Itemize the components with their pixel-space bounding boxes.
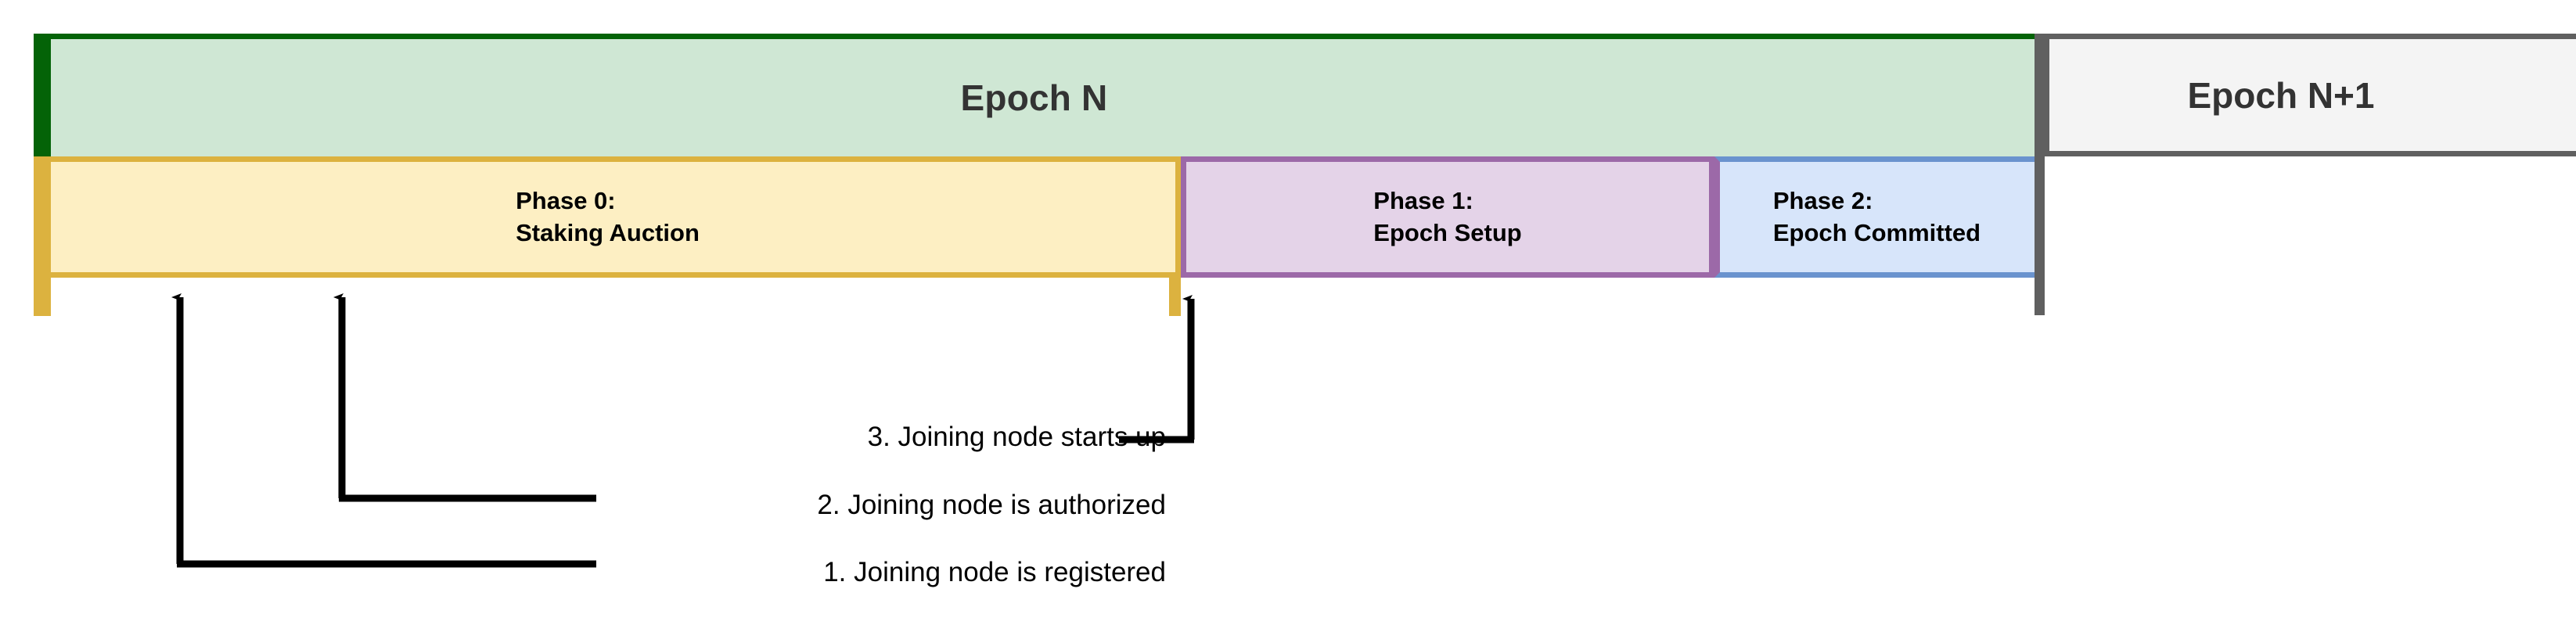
epoch-n-band: Epoch N	[34, 34, 2035, 156]
phase-1-text: Phase 1: Epoch Setup	[1373, 185, 1521, 249]
epoch-n-plus-1-label: Epoch N+1	[2187, 74, 2375, 116]
phase-2-subtitle: Epoch Committed	[1772, 218, 1981, 246]
callout-label-1: 1. Joining node is registered	[823, 557, 1166, 587]
phase-2-box: Phase 2: Epoch Committed	[1714, 156, 2037, 278]
phase-0-subtitle: Staking Auction	[516, 218, 700, 246]
epoch-boundary-divider	[2035, 34, 2045, 315]
epoch-n-plus-1-band: Epoch N+1	[2044, 34, 2576, 156]
phase-0-text: Phase 0: Staking Auction	[516, 185, 700, 249]
phase-1-box: Phase 1: Epoch Setup	[1181, 156, 1714, 278]
callout-label-3: 3. Joining node starts up	[867, 422, 1166, 452]
leader-line-3	[1119, 295, 1195, 443]
phase-0-start-tick	[34, 278, 51, 316]
phase-1-subtitle: Epoch Setup	[1373, 218, 1522, 246]
leader-line-2	[333, 293, 596, 502]
phase-0-title: Phase 0:	[516, 187, 616, 215]
epoch-n-label: Epoch N	[960, 77, 1108, 118]
phase-0-end-tick	[1169, 278, 1181, 316]
callout-label-2: 2. Joining node is authorized	[817, 490, 1166, 520]
phase-0-box: Phase 0: Staking Auction	[34, 156, 1181, 278]
phase-2-title: Phase 2:	[1772, 187, 1873, 215]
phase-1-title: Phase 1:	[1373, 187, 1473, 215]
phase-2-text: Phase 2: Epoch Committed	[1773, 185, 1981, 249]
